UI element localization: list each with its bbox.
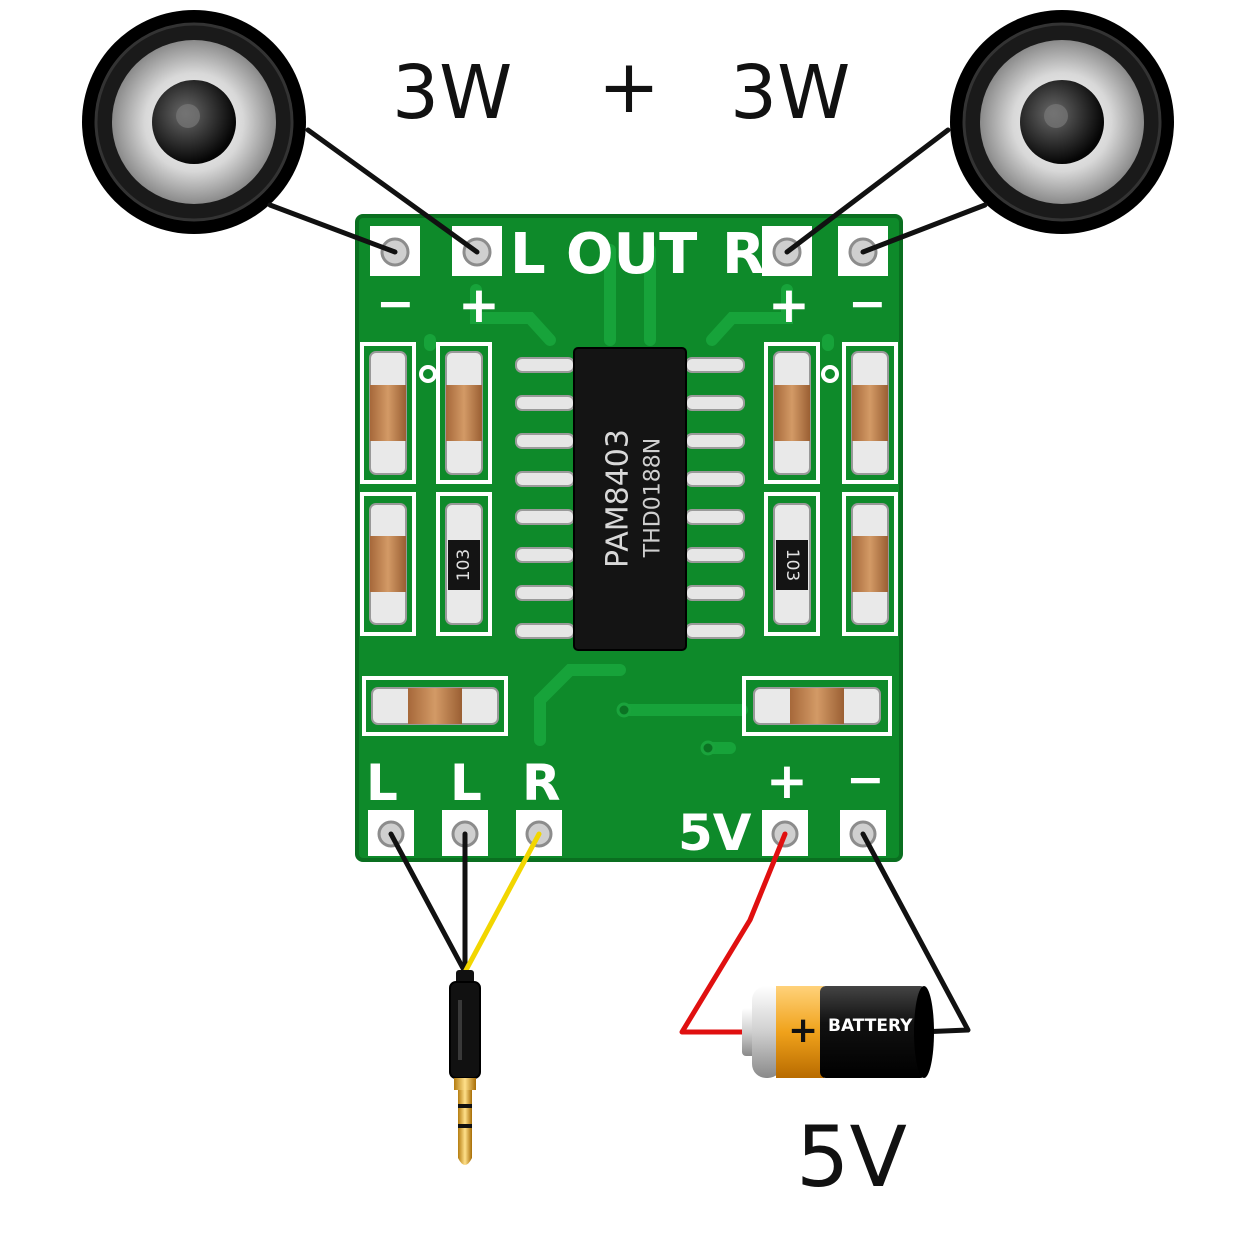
- chip-name: PAM8403: [600, 429, 636, 568]
- ic-pins: [515, 357, 745, 639]
- power-plus-label: +: [766, 752, 808, 810]
- out-label-right: R: [722, 222, 766, 287]
- amplifier-chip: [573, 347, 687, 651]
- pcb-vias: [616, 702, 716, 756]
- input-label-2: L: [450, 754, 482, 812]
- speaker-wires: [267, 127, 988, 255]
- left-power-rating: 3W: [392, 50, 513, 136]
- input-label-1: L: [366, 754, 398, 812]
- input-label-3: R: [522, 754, 561, 812]
- chip-code: THD0188N: [640, 437, 666, 558]
- right-power-rating: 3W: [730, 50, 851, 136]
- supply-voltage: 5V: [796, 1108, 907, 1206]
- power-minus-label: −: [846, 752, 885, 806]
- output-pads: [370, 226, 888, 276]
- battery-plus-sign: +: [788, 1010, 819, 1051]
- pcb-traces: [424, 244, 834, 754]
- speaker-pad-polarity-2: +: [458, 276, 500, 334]
- out-label: OUT: [566, 222, 698, 287]
- amplifier-board: [355, 214, 903, 862]
- resistor-right-code: 103: [782, 548, 802, 582]
- speaker-pad-polarity-4: −: [848, 276, 887, 330]
- power-voltage-label: 5V: [678, 804, 752, 862]
- left-speaker-icon: [82, 10, 306, 234]
- battery-icon: [742, 986, 934, 1078]
- speaker-pad-polarity-3: +: [768, 276, 810, 334]
- resistor-left-code: 103: [454, 548, 474, 582]
- audio-cable: [388, 831, 542, 975]
- out-label-left: L: [510, 222, 546, 287]
- power-plus-sign: +: [598, 44, 661, 130]
- capacitors: [369, 351, 889, 725]
- power-wires: [679, 831, 971, 1035]
- audio-jack-plug-icon: [449, 970, 481, 1165]
- speaker-pad-polarity-1: −: [376, 276, 415, 330]
- right-speaker-icon: [950, 10, 1174, 234]
- silkscreen-outlines: [360, 342, 898, 736]
- resistors: [445, 503, 811, 625]
- battery-label: BATTERY: [828, 1016, 913, 1036]
